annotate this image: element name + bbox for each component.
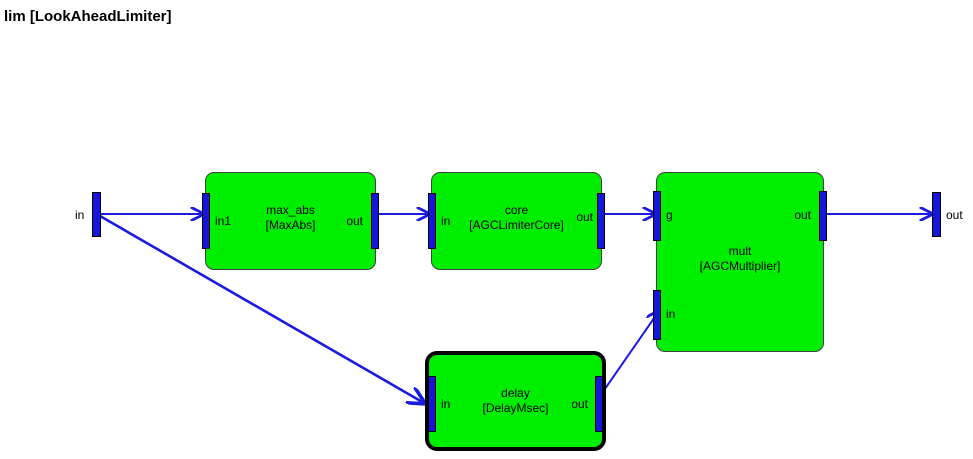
block-delay-port-out[interactable] <box>595 376 603 432</box>
block-mult-port-out[interactable] <box>819 191 827 241</box>
block-mult-port-in[interactable] <box>653 290 661 340</box>
input-port-in[interactable] <box>92 192 101 237</box>
output-port-out[interactable] <box>932 192 941 237</box>
block-mult-port-out-label: out <box>794 208 811 222</box>
block-core[interactable]: in out core [AGCLimiterCore] <box>428 172 605 270</box>
block-core-port-out[interactable] <box>597 193 605 249</box>
output-port-out-label: out <box>946 208 963 222</box>
block-delay-port-out-label: out <box>571 397 588 411</box>
block-mult-label: mult [AGCMultiplier] <box>657 244 823 274</box>
block-max-abs-port-in1[interactable] <box>202 193 210 249</box>
block-mult-type: [AGCMultiplier] <box>699 259 781 273</box>
block-mult[interactable]: g in out mult [AGCMultiplier] <box>653 172 827 352</box>
block-max-abs-port-out-label: out <box>346 214 363 228</box>
block-max-abs[interactable]: in1 out max_abs [MaxAbs] <box>202 172 379 270</box>
block-mult-port-in-label: in <box>666 307 676 321</box>
block-mult-port-g[interactable] <box>653 191 661 241</box>
block-core-port-out-label: out <box>576 210 593 224</box>
wire-delay-to-mult <box>599 311 659 397</box>
block-max-abs-port-in1-label: in1 <box>215 214 232 228</box>
block-mult-port-g-label: g <box>666 208 673 222</box>
page-title: lim [LookAheadLimiter] <box>4 8 172 25</box>
block-max-abs-port-out[interactable] <box>371 193 379 249</box>
block-core-port-in[interactable] <box>428 193 436 249</box>
input-port-in-label: in <box>75 208 85 222</box>
wire-in-to-delay <box>99 214 424 403</box>
block-mult-name: mult <box>728 244 752 258</box>
block-delay-port-in[interactable] <box>428 376 436 432</box>
block-delay-port-in-label: in <box>441 397 451 411</box>
block-delay[interactable]: in out delay [DelayMsec] <box>425 351 606 451</box>
block-core-port-in-label: in <box>441 214 451 228</box>
